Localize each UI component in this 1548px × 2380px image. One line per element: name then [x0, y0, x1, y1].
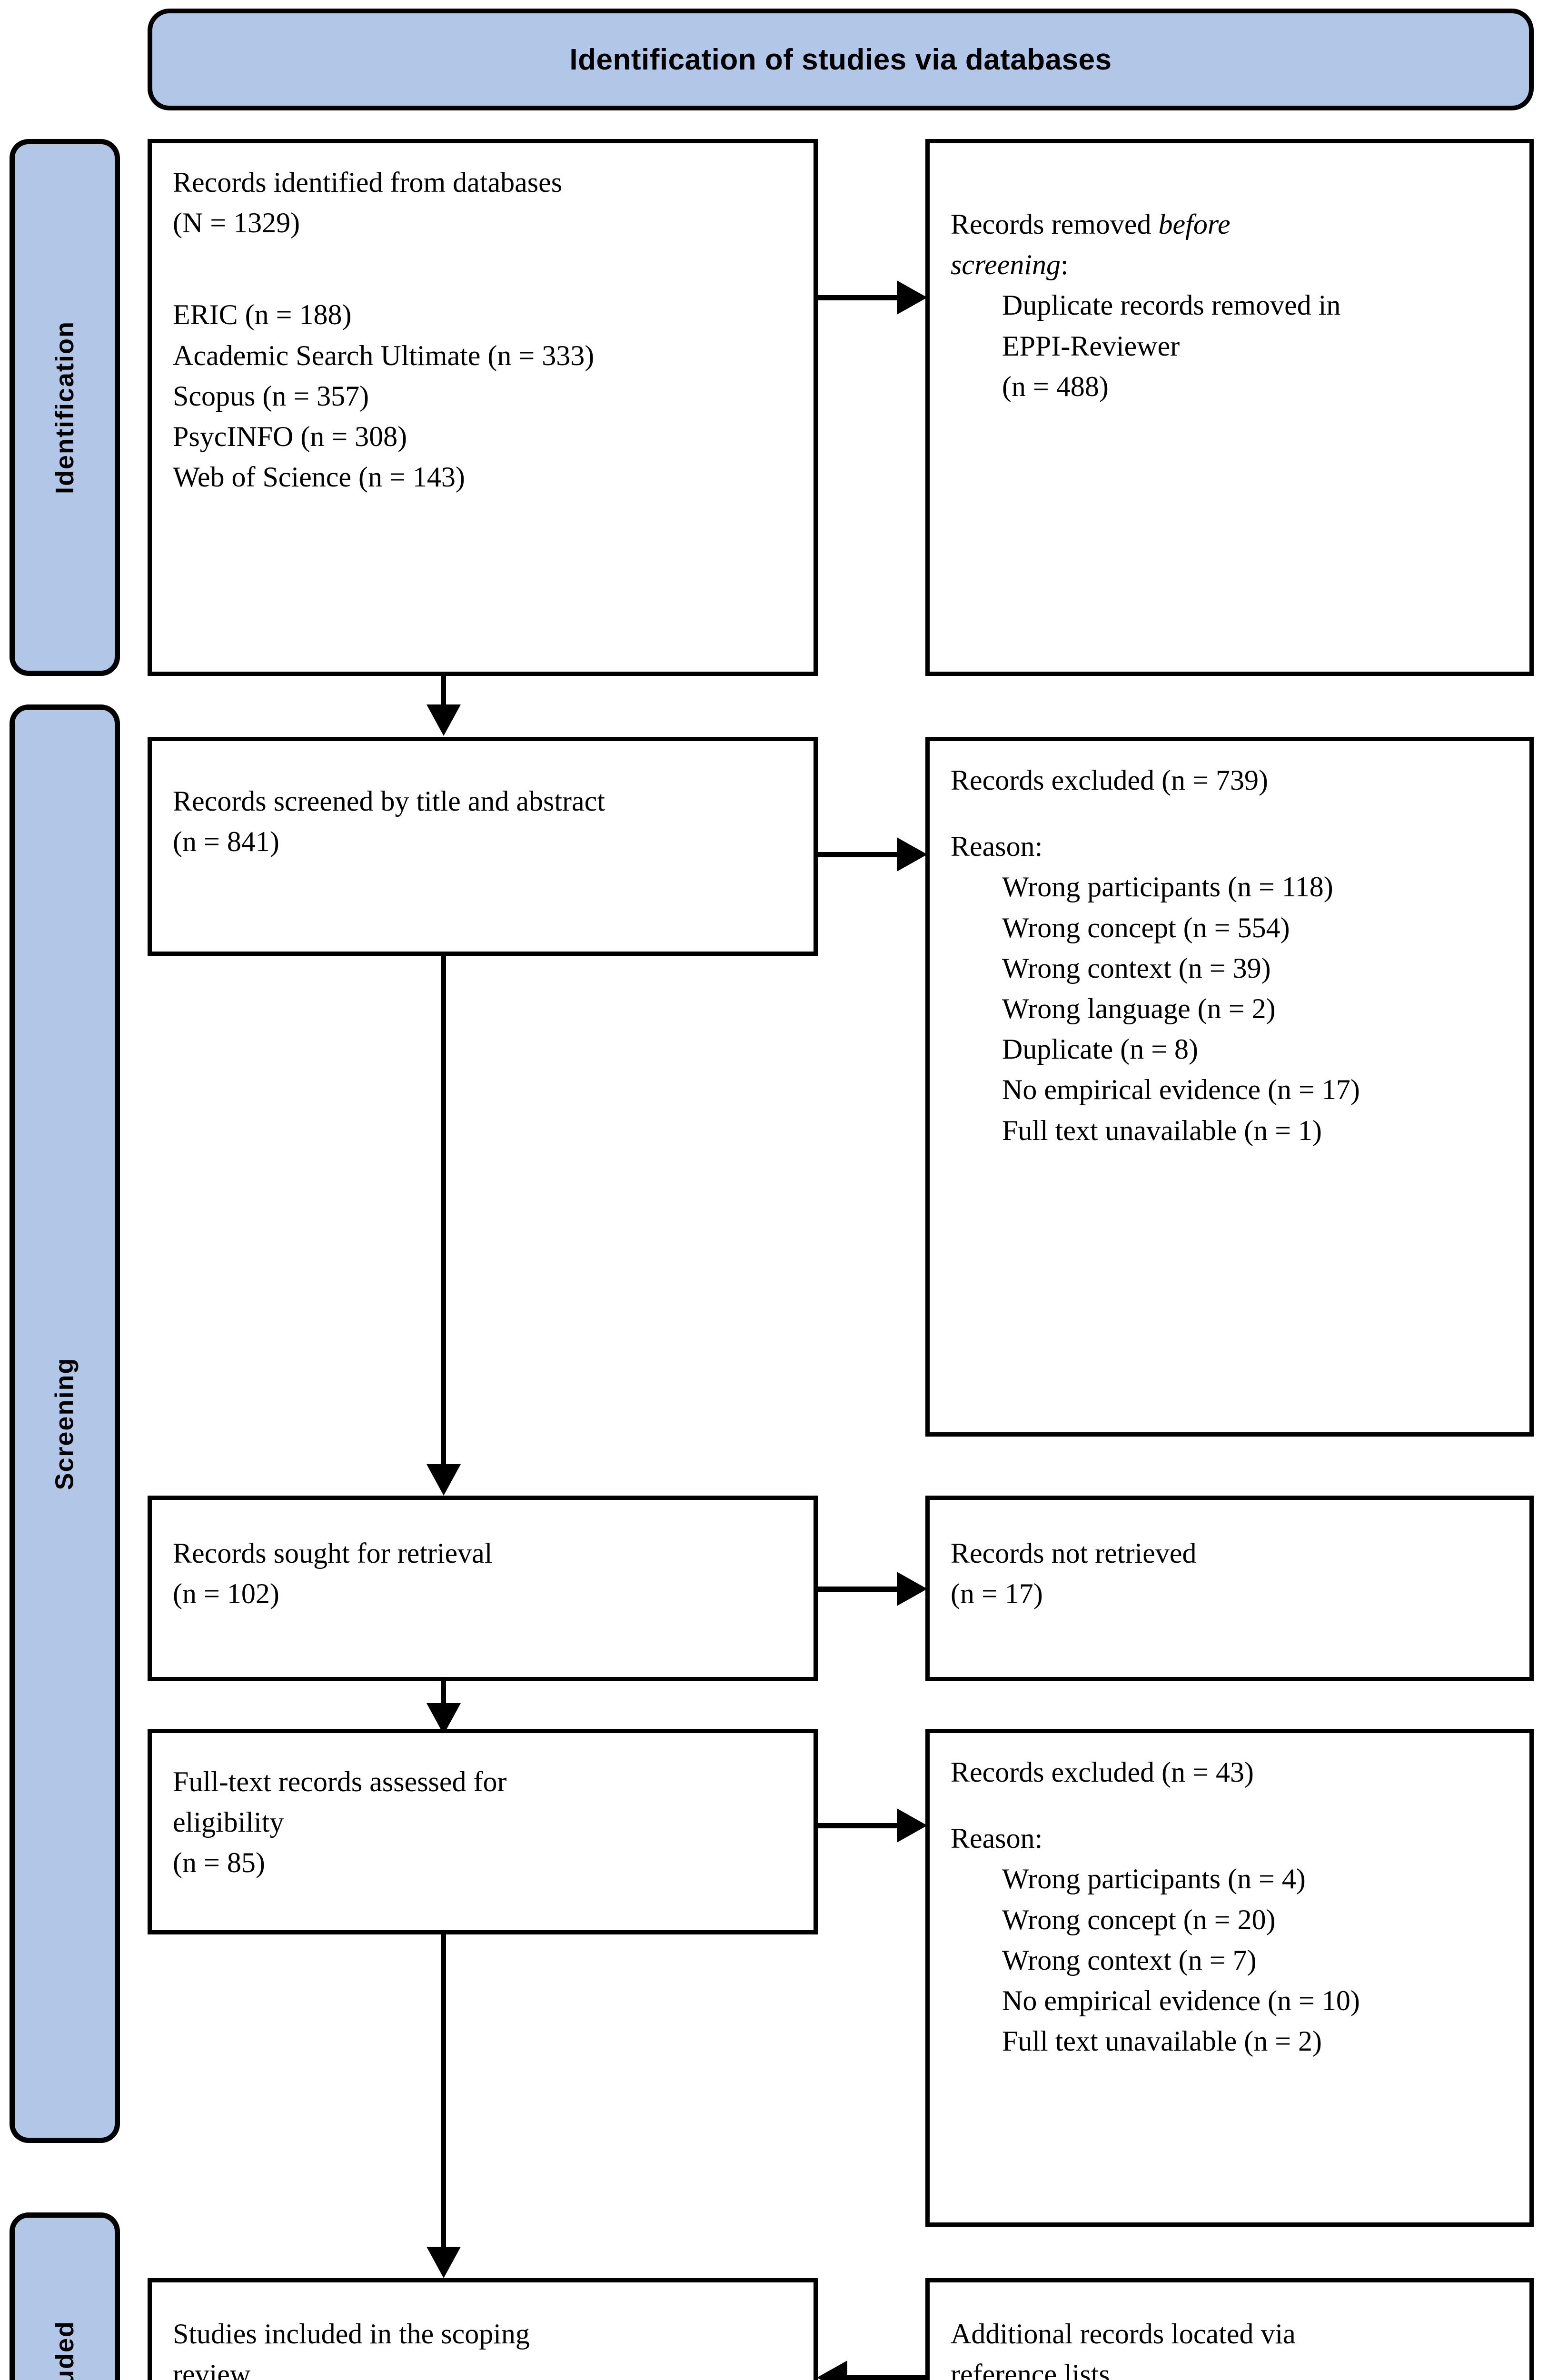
- records-not-retrieved-line-0: Records not retrieved: [951, 1537, 1197, 1569]
- records-excluded-screening-reason-3: Wrong language (n = 2): [1002, 992, 1276, 1024]
- records-excluded-fulltext-reason-0: Wrong participants (n = 4): [1002, 1863, 1306, 1895]
- box-fulltext-assessed: Full-text records assessed for eligibili…: [148, 1729, 818, 1934]
- box-additional-records: Additional records located via reference…: [925, 2278, 1534, 2380]
- stage-pill-screening: Screening: [10, 704, 120, 2143]
- connector-identified-to-removed: [818, 295, 899, 300]
- connector-screened-to-excluded: [818, 852, 899, 857]
- records-excluded-screening-reason-4: Duplicate (n = 8): [1002, 1033, 1199, 1065]
- records-removed-detail-2: (n = 488): [1002, 370, 1109, 402]
- arrow-fulltext-to-excluded-icon: [897, 1808, 927, 1843]
- records-screened-line-1: (n = 841): [173, 826, 279, 858]
- records-sought-line-0: Records sought for retrieval: [173, 1537, 493, 1569]
- records-excluded-screening-reason-label: Reason:: [951, 831, 1043, 863]
- box-records-removed: Records removed before screening: Duplic…: [925, 139, 1534, 676]
- stage-pill-included: Included: [10, 2212, 120, 2380]
- records-excluded-screening-reason-2: Wrong context (n = 39): [1002, 952, 1271, 984]
- records-identified-source-0: ERIC (n = 188): [173, 299, 352, 331]
- arrow-fulltext-to-included-icon: [427, 2247, 461, 2278]
- records-excluded-fulltext-reason-1: Wrong concept (n = 20): [1002, 1904, 1276, 1935]
- connector-fulltext-to-included: [441, 1934, 446, 2254]
- connector-fulltext-to-excluded: [818, 1823, 899, 1828]
- records-screened-line-0: Records screened by title and abstract: [173, 785, 605, 817]
- box-records-excluded-fulltext: Records excluded (n = 43) Reason: Wrong …: [925, 1729, 1534, 2227]
- box-records-sought: Records sought for retrieval (n = 102): [148, 1496, 818, 1681]
- connector-identified-to-screened: [441, 676, 446, 712]
- records-identified-source-3: PsycINFO (n = 308): [173, 420, 407, 452]
- records-identified-source-1: Academic Search Ultimate (n = 333): [173, 339, 595, 371]
- arrow-screened-to-sought-icon: [427, 1464, 461, 1496]
- additional-records-line-1: reference lists: [951, 2359, 1110, 2380]
- arrow-identified-to-removed-icon: [897, 280, 927, 315]
- records-removed-heading-2: screening:: [951, 245, 1508, 285]
- records-excluded-screening-reason-1: Wrong concept (n = 554): [1002, 912, 1290, 943]
- records-excluded-fulltext-reason-label: Reason:: [951, 1823, 1043, 1854]
- banner-identification-via-databases: Identification of studies via databases: [148, 9, 1534, 110]
- records-identified-source-2: Scopus (n = 357): [173, 380, 369, 412]
- records-excluded-screening-reason-5: No empirical evidence (n = 17): [1002, 1074, 1360, 1106]
- box-records-screened: Records screened by title and abstract (…: [148, 737, 818, 956]
- records-removed-heading: Records removed before: [951, 204, 1508, 245]
- fulltext-assessed-line-1: eligibility: [173, 1806, 284, 1838]
- box-records-identified: Records identified from databases (N = 1…: [148, 139, 818, 676]
- studies-included-line-0: Studies included in the scoping: [173, 2318, 530, 2350]
- records-identified-line-0: Records identified from databases: [173, 167, 563, 198]
- records-identified-source-4: Web of Science (n = 143): [173, 461, 465, 493]
- box-records-not-retrieved: Records not retrieved (n = 17): [925, 1496, 1534, 1681]
- connector-sought-to-fulltext: [441, 1681, 446, 1711]
- records-sought-line-1: (n = 102): [173, 1578, 279, 1610]
- records-excluded-screening-heading: Records excluded (n = 739): [951, 764, 1268, 796]
- fulltext-assessed-line-0: Full-text records assessed for: [173, 1766, 507, 1797]
- records-removed-heading-plain: Records removed: [951, 208, 1159, 240]
- records-excluded-fulltext-heading: Records excluded (n = 43): [951, 1756, 1254, 1788]
- records-excluded-screening-reason-6: Full text unavailable (n = 1): [1002, 1114, 1322, 1146]
- records-removed-heading-italic: before: [1158, 208, 1230, 240]
- fulltext-assessed-line-2: (n = 85): [173, 1847, 265, 1879]
- stage-label-identification: Identification: [50, 321, 79, 494]
- arrow-sought-to-not-retrieved-icon: [897, 1572, 927, 1606]
- studies-included-line-1: review: [173, 2359, 251, 2380]
- arrow-screened-to-excluded-icon: [897, 837, 927, 872]
- records-excluded-fulltext-reason-4: Full text unavailable (n = 2): [1002, 2025, 1322, 2057]
- records-excluded-screening-reason-0: Wrong participants (n = 118): [1002, 871, 1333, 903]
- records-removed-heading-italic2: screening: [951, 249, 1061, 281]
- records-removed-detail-0: Duplicate records removed in: [1002, 289, 1341, 321]
- arrow-identified-to-screened-icon: [427, 704, 461, 736]
- records-identified-line-1: (N = 1329): [173, 207, 300, 239]
- connector-sought-to-not-retrieved: [818, 1587, 899, 1592]
- records-not-retrieved-line-1: (n = 17): [951, 1578, 1043, 1610]
- box-records-excluded-screening: Records excluded (n = 739) Reason: Wrong…: [925, 737, 1534, 1437]
- connector-screened-to-sought: [441, 956, 446, 1472]
- records-excluded-fulltext-reason-2: Wrong context (n = 7): [1002, 1944, 1257, 1976]
- stage-label-screening: Screening: [50, 1357, 79, 1490]
- additional-records-line-0: Additional records located via: [951, 2318, 1296, 2350]
- records-removed-detail-1: EPPI-Reviewer: [1002, 330, 1180, 362]
- banner-title: Identification of studies via databases: [569, 43, 1112, 76]
- stage-label-included: Included: [50, 2320, 79, 2380]
- connector-additional-to-included: [847, 2375, 927, 2380]
- arrow-additional-to-included-icon: [817, 2360, 847, 2380]
- stage-pill-identification: Identification: [10, 139, 120, 676]
- records-excluded-fulltext-reason-3: No empirical evidence (n = 10): [1002, 1984, 1360, 2016]
- records-removed-heading-colon: :: [1061, 249, 1069, 281]
- box-studies-included: Studies included in the scoping review (…: [148, 2278, 818, 2380]
